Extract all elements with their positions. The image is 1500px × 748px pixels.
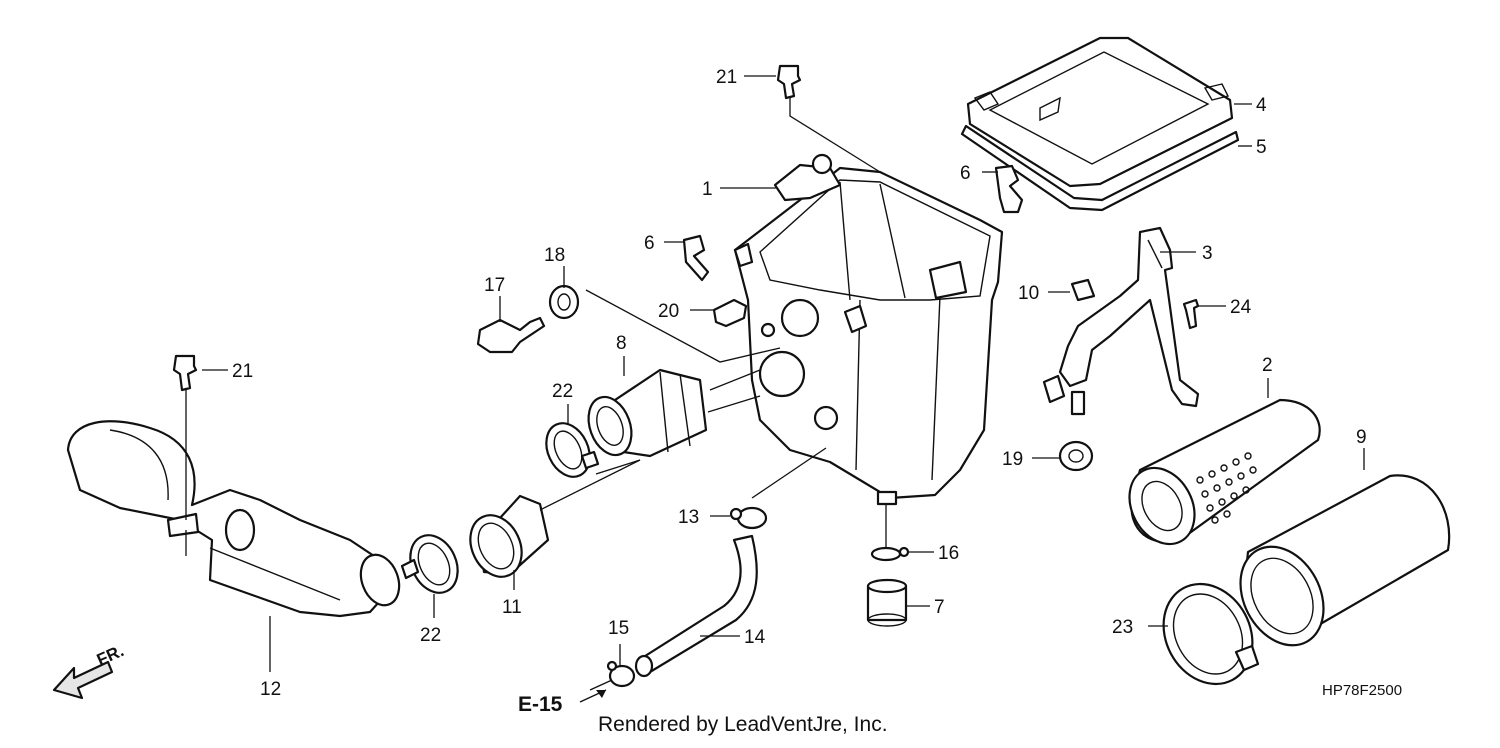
part-13-hose-clip[interactable] [729,506,768,530]
part-24-screw[interactable] [1182,298,1200,330]
part-2-air-element[interactable] [1117,398,1321,555]
callout-19: 19 [1002,449,1023,470]
part-21-bolt-upper[interactable] [776,64,802,100]
part-22-clamp-upper[interactable] [538,416,600,484]
callout-6-left: 6 [644,233,655,254]
part-6-clip-left[interactable] [682,234,710,282]
part-17-sensor[interactable] [476,316,546,354]
callout-22-upper: 22 [552,381,573,402]
callout-22-lower: 22 [420,625,441,646]
callout-3: 3 [1202,243,1213,264]
callout-24: 24 [1230,297,1252,318]
callout-15: 15 [608,618,629,639]
callout-11: 11 [502,597,522,618]
part-12-intake-duct[interactable] [66,420,406,618]
part-11-tube-joint[interactable] [461,494,550,585]
callout-13: 13 [678,507,699,528]
part-7-drain-plug[interactable] [866,578,908,627]
leader-lines [185,75,1365,691]
callout-14: 14 [744,627,766,648]
part-8-connecting-tube[interactable] [581,368,708,461]
callout-7: 7 [934,597,945,618]
part-10-rubber[interactable] [1070,278,1096,302]
callout-16: 16 [938,543,959,564]
part-3-bracket[interactable] [1042,226,1200,416]
part-15-clip[interactable] [606,660,636,688]
callout-17: 17 [484,275,505,296]
part-6-clip-right[interactable] [994,164,1024,214]
reference-e15-label: E-15 [518,693,563,716]
reference-e15[interactable]: E-15 [518,689,607,716]
part-5-gasket[interactable] [960,124,1240,212]
callout-4: 4 [1256,95,1267,116]
part-1-air-cleaner-case[interactable] [733,153,1004,506]
part-20-clip-nut[interactable] [712,298,748,328]
part-19-grommet[interactable] [1058,440,1094,472]
part-23-band[interactable] [1147,568,1270,699]
callout-20: 20 [658,301,679,322]
part-21-bolt-lower[interactable] [172,354,198,392]
part-16-clip[interactable] [870,546,910,562]
render-credit: Rendered by LeadVentJre, Inc. [598,713,888,736]
callout-6-right: 6 [960,163,971,184]
callout-21-lower: 21 [232,361,253,382]
callout-2: 2 [1262,355,1273,376]
callout-18: 18 [544,245,565,266]
callout-8: 8 [616,333,627,354]
front-direction-label: FR. [94,641,127,669]
part-9-outer-element[interactable] [1224,474,1451,659]
part-14-drain-hose[interactable] [634,534,758,678]
callout-23: 23 [1112,617,1133,638]
callout-21-upper: 21 [716,67,737,88]
callout-9: 9 [1356,427,1367,448]
callout-5: 5 [1256,137,1267,158]
callout-1: 1 [702,179,713,200]
front-direction-arrow-icon: FR. [52,641,127,700]
callout-12: 12 [260,679,281,700]
callout-10: 10 [1018,283,1039,304]
part-4-case-cover[interactable] [966,36,1234,188]
diagram-code: HP78F2500 [1322,682,1402,699]
part-18-grommet[interactable] [548,284,580,320]
part-22-clamp-lower[interactable] [400,528,466,601]
